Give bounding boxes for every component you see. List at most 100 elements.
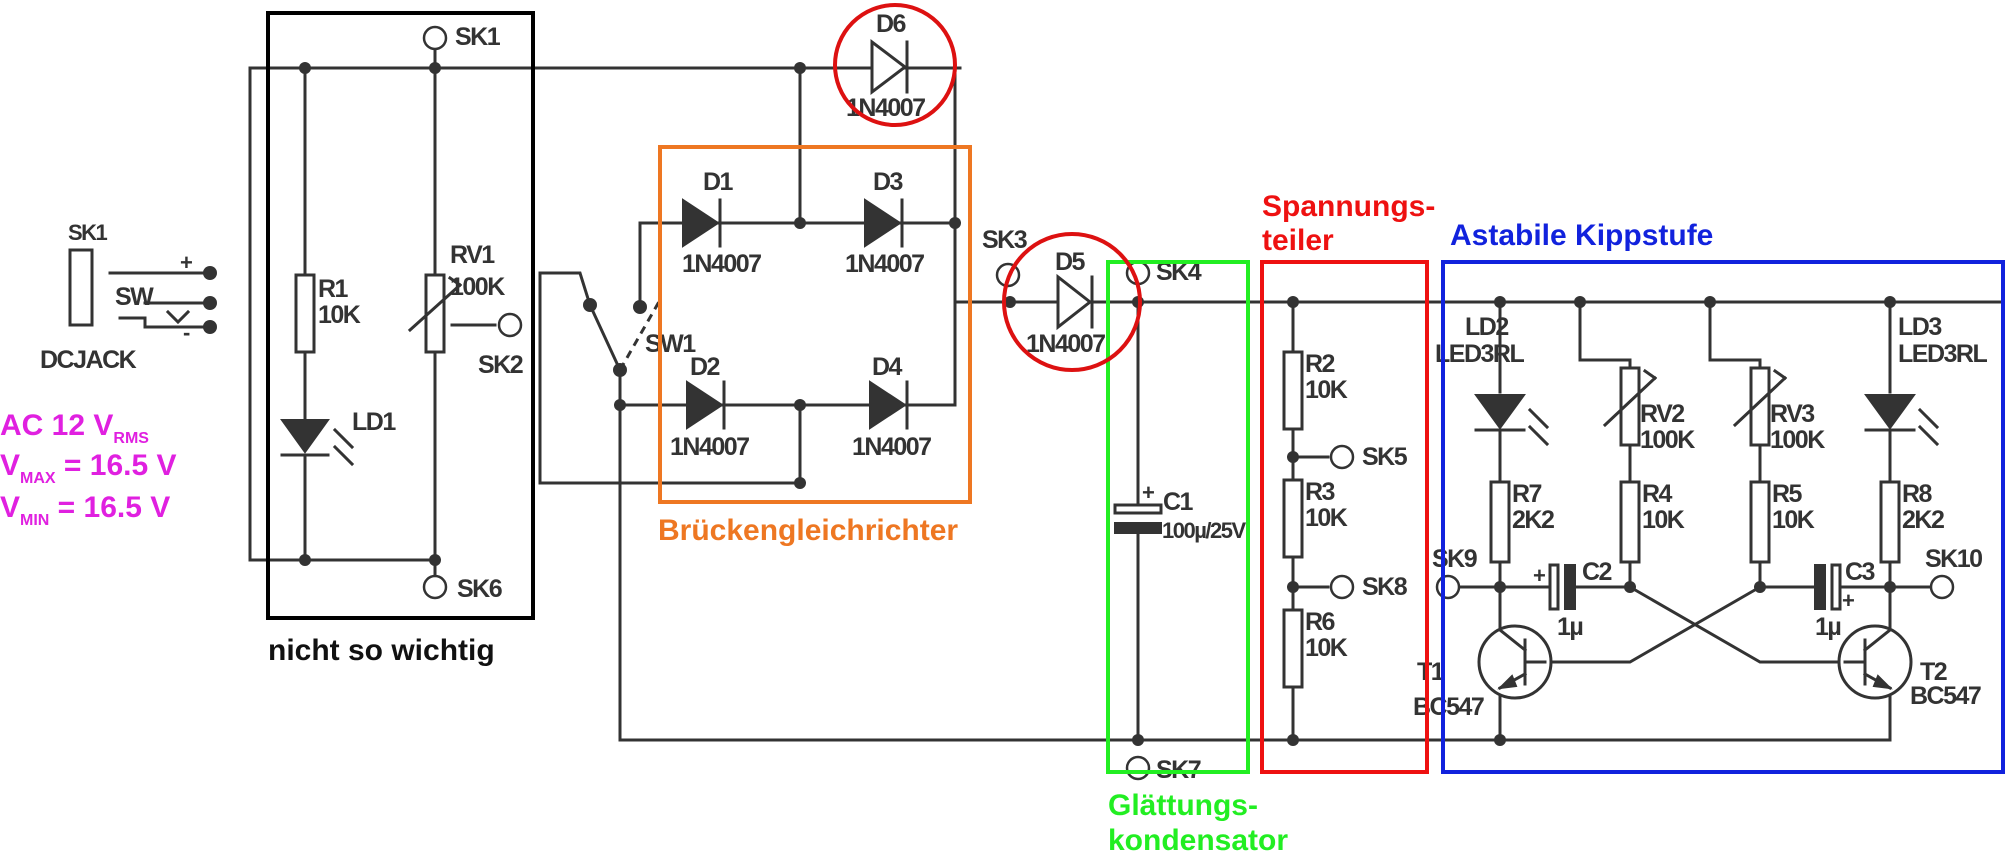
- terminal-sk2: [497, 312, 523, 338]
- diode-d6: D6 1N4007: [846, 10, 927, 122]
- spannung-label-1: Spannungs-: [1262, 190, 1435, 223]
- svg-text:T2: T2: [1920, 658, 1947, 686]
- vmin-info: VMIN = 16.5 V: [0, 491, 170, 529]
- svg-text:1N4007: 1N4007: [1026, 330, 1105, 358]
- spannung-label-2: teiler: [1262, 224, 1334, 257]
- glaettung-label-2: kondensator: [1108, 824, 1288, 855]
- capacitor-c3: + C3 1µ: [1814, 558, 1876, 641]
- diode-d5: D5 1N4007: [1026, 248, 1107, 358]
- svg-text:+: +: [1842, 588, 1854, 613]
- astabil-label: Astabile Kippstufe: [1450, 219, 1713, 252]
- resistor-r8: R8 2K2: [1879, 480, 1945, 564]
- svg-text:D3: D3: [873, 168, 903, 196]
- d5-highlight-circle: [1002, 232, 1142, 372]
- svg-text:2K2: 2K2: [1902, 506, 1944, 534]
- diode-d3: D3 1N4007: [845, 168, 926, 278]
- resistor-r7: R7 2K2: [1489, 480, 1555, 564]
- svg-text:R5: R5: [1772, 480, 1803, 508]
- terminal-sk6: [422, 574, 448, 600]
- svg-text:SK10: SK10: [1925, 545, 1982, 573]
- resistor-r2: R2 10K: [1282, 350, 1349, 431]
- svg-text:LD1: LD1: [352, 408, 396, 436]
- ac-info-line1: AC 12 VRMS: [0, 409, 149, 447]
- vmax-info: VMAX = 16.5 V: [0, 449, 177, 487]
- svg-text:10K: 10K: [1305, 504, 1348, 532]
- terminal-sk9: [1435, 574, 1461, 600]
- led-ld2: LD2 LED3RL: [1435, 313, 1550, 447]
- svg-text:1N4007: 1N4007: [852, 433, 931, 461]
- diode-d4: D4 1N4007: [852, 353, 933, 461]
- highlight-boxes: [266, 3, 2005, 774]
- svg-text:D4: D4: [872, 353, 903, 381]
- svg-text:SK6: SK6: [457, 575, 502, 603]
- bruecken-label: Brückengleichrichter: [658, 514, 958, 547]
- svg-text:R8: R8: [1902, 480, 1933, 508]
- led-ld3: LD3 LED3RL: [1864, 313, 1989, 447]
- svg-text:C2: C2: [1582, 558, 1612, 586]
- svg-text:LD3: LD3: [1898, 313, 1941, 341]
- svg-text:RV1: RV1: [450, 241, 495, 269]
- transistor-t1: T1 BC547: [1413, 624, 1553, 721]
- svg-text:2K2: 2K2: [1512, 506, 1554, 534]
- svg-text:C1: C1: [1163, 488, 1194, 516]
- plus-sign: +: [180, 250, 192, 275]
- svg-text:SK3: SK3: [982, 226, 1027, 254]
- svg-text:R3: R3: [1305, 478, 1335, 506]
- svg-text:SW1: SW1: [645, 330, 696, 358]
- svg-text:1N4007: 1N4007: [670, 433, 749, 461]
- nicht-wichtig-label: nicht so wichtig: [268, 634, 495, 667]
- svg-text:1N4007: 1N4007: [682, 250, 761, 278]
- svg-text:SK2: SK2: [478, 351, 523, 379]
- svg-text:LD2: LD2: [1465, 313, 1508, 341]
- svg-text:D5: D5: [1055, 248, 1086, 276]
- svg-text:SK8: SK8: [1362, 573, 1408, 601]
- annotations: AC 12 VRMS VMAX = 16.5 V VMIN = 16.5 V n…: [0, 190, 1713, 855]
- nicht-wichtig-box: [266, 11, 535, 620]
- terminal-sk1: [422, 25, 448, 51]
- svg-text:10K: 10K: [1305, 376, 1348, 404]
- resistor-r4: R4 10K: [1619, 480, 1686, 564]
- svg-text:10K: 10K: [1642, 506, 1685, 534]
- svg-text:1µ: 1µ: [1815, 613, 1840, 641]
- minus-sign: -: [183, 320, 190, 345]
- svg-text:R7: R7: [1512, 480, 1542, 508]
- svg-text:RV3: RV3: [1770, 400, 1814, 428]
- switch-sw1: SW1: [618, 299, 698, 371]
- sk1-jack-label: SK1: [68, 220, 108, 245]
- svg-text:1N4007: 1N4007: [845, 250, 924, 278]
- svg-text:SK5: SK5: [1362, 443, 1408, 471]
- svg-text:1µ: 1µ: [1557, 613, 1582, 641]
- svg-text:BC547: BC547: [1413, 693, 1484, 721]
- d6-highlight-circle: [833, 3, 957, 127]
- transistor-t2: T2 BC547: [1837, 624, 1982, 710]
- sw-label: SW: [115, 283, 154, 311]
- svg-text:LED3RL: LED3RL: [1435, 340, 1524, 368]
- dc-jack: SK1 SW DCJACK + -: [40, 220, 194, 374]
- resistor-r3: R3 10K: [1282, 478, 1349, 559]
- svg-text:C3: C3: [1845, 558, 1875, 586]
- svg-text:+: +: [1142, 480, 1154, 505]
- resistor-r1: R1 10K: [294, 273, 362, 354]
- svg-text:D1: D1: [703, 168, 734, 196]
- svg-text:R1: R1: [318, 275, 349, 303]
- capacitor-c2: + C2 1µ: [1533, 558, 1613, 641]
- diode-d1: D1 1N4007: [682, 168, 763, 278]
- svg-text:100K: 100K: [450, 273, 505, 301]
- svg-text:10K: 10K: [1305, 634, 1348, 662]
- svg-text:LED3RL: LED3RL: [1898, 340, 1987, 368]
- potentiometer-rv1: RV1 100K: [407, 241, 507, 354]
- bruecken-box: [658, 145, 972, 504]
- dcjack-label: DCJACK: [40, 346, 137, 374]
- terminal-sk8: [1329, 574, 1355, 600]
- resistor-r6: R6 10K: [1282, 608, 1349, 689]
- svg-text:100µ/25V: 100µ/25V: [1162, 518, 1246, 543]
- svg-text:BC547: BC547: [1910, 682, 1981, 710]
- svg-text:T1: T1: [1417, 658, 1445, 686]
- svg-text:100K: 100K: [1640, 426, 1695, 454]
- potentiometer-rv2: RV2 100K: [1602, 366, 1697, 454]
- glaettung-label-1: Glättungs-: [1108, 789, 1258, 822]
- spannung-box: [1260, 260, 1429, 774]
- led-ld1: LD1: [280, 408, 398, 467]
- svg-text:R6: R6: [1305, 608, 1335, 636]
